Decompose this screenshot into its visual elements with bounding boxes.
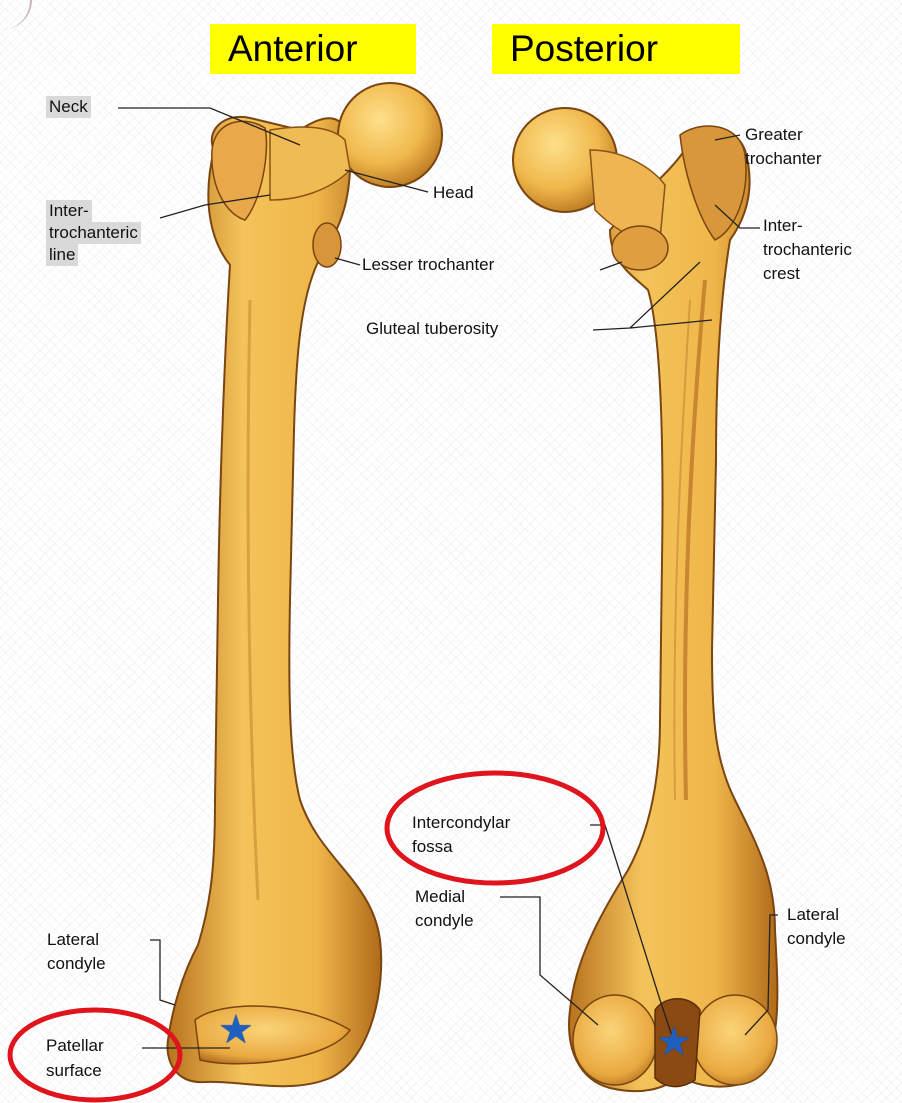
- label-head: Head: [433, 182, 474, 204]
- label-intercondylar-fossa-2: fossa: [412, 836, 453, 858]
- label-intertrochanteric-line-2: trochanteric: [46, 222, 141, 244]
- anterior-femur: [167, 83, 442, 1086]
- posterior-femur: [513, 108, 777, 1091]
- label-lateral-condyle-posterior-2: condyle: [787, 928, 846, 950]
- label-patellar-surface-1: Patellar: [46, 1035, 104, 1057]
- label-intercondylar-fossa-1: Intercondylar: [412, 812, 510, 834]
- posterior-medial-condyle: [573, 995, 657, 1085]
- posterior-lateral-condyle: [693, 995, 777, 1085]
- leader-lesser-trochanter: [335, 258, 360, 265]
- label-medial-condyle-2: condyle: [415, 910, 474, 932]
- label-intertrochanteric-crest-3: crest: [763, 263, 800, 285]
- posterior-femoral-neck: [590, 150, 665, 241]
- label-greater-trochanter-1: Greater: [745, 124, 803, 146]
- anterior-lesser-trochanter: [313, 223, 341, 267]
- label-gluteal-tuberosity: Gluteal tuberosity: [366, 318, 498, 340]
- label-lateral-condyle-posterior-1: Lateral: [787, 904, 839, 926]
- posterior-femur-body: [569, 129, 777, 1092]
- label-medial-condyle-1: Medial: [415, 886, 465, 908]
- label-patellar-surface-2: surface: [46, 1060, 102, 1082]
- posterior-lesser-trochanter: [612, 226, 668, 270]
- label-lesser-trochanter: Lesser trochanter: [362, 254, 494, 276]
- star-marker-intercondylar-fossa: ★: [656, 1022, 692, 1062]
- label-intertrochanteric-crest-1: Inter-: [763, 215, 803, 237]
- leader-lesser-trochanter-posterior: [600, 262, 622, 270]
- anterior-femoral-head: [338, 83, 442, 187]
- label-greater-trochanter-2: trochanter: [745, 148, 822, 170]
- label-intertrochanteric-line-1: Inter-: [46, 200, 92, 222]
- label-intertrochanteric-line-3: line: [46, 244, 78, 266]
- label-intertrochanteric-crest-2: trochanteric: [763, 239, 852, 261]
- star-marker-patellar-surface: ★: [218, 1010, 254, 1050]
- label-lateral-condyle-anterior-2: condyle: [47, 953, 106, 975]
- label-lateral-condyle-anterior-1: Lateral: [47, 929, 99, 951]
- leader-lateral-condyle-anterior: [150, 940, 175, 1005]
- label-neck: Neck: [46, 96, 91, 118]
